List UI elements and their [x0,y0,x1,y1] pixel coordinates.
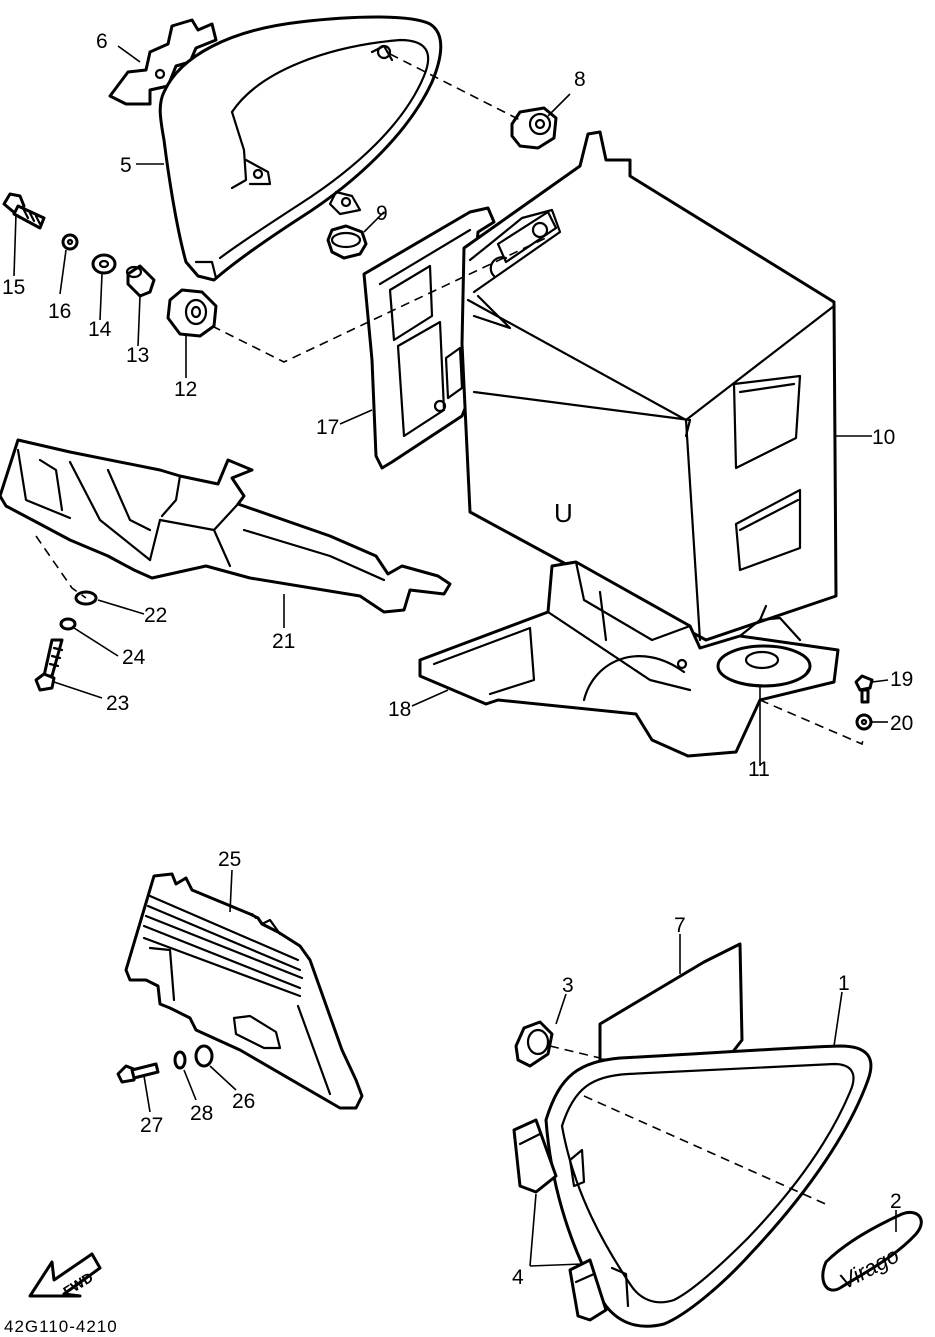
drawing-code: 42G110-4210 [4,1317,118,1336]
part-2-emblem: Virago [821,1211,923,1294]
part-18-battery-tray [418,560,840,758]
part-8-grommet [510,106,558,150]
callout-19: 19 [890,668,913,691]
callout-15: 15 [2,276,25,299]
part-24-washer [59,617,77,631]
callout-7: 7 [674,914,686,937]
callout-9: 9 [376,202,388,225]
fwd-direction-arrow: FWD [28,1252,102,1299]
leader-lines [13,45,897,1267]
part-28-washer [173,1050,187,1070]
part-16-washer [61,233,79,251]
part-3-grommet [514,1020,554,1068]
part-20-nut [855,713,873,731]
part-11-rubber-mount [716,644,812,688]
callout-2: 2 [890,1190,902,1213]
callout-17: 17 [316,416,339,439]
part-23-bolt [34,638,64,692]
part-10-battery-box: U [460,130,838,642]
callout-21: 21 [272,630,295,653]
part-27-bolt [116,1062,160,1084]
callout-18: 18 [388,698,411,721]
callout-12: 12 [174,378,197,401]
callout-27: 27 [140,1114,163,1137]
part-5-side-cover-bracket [158,15,443,282]
part-9-grommet [326,224,368,260]
callout-24: 24 [122,646,146,669]
box-marking: U [554,498,573,528]
callout-4: 4 [512,1266,524,1289]
callout-26: 26 [232,1090,255,1113]
part-7-cover-sheet [598,942,744,1062]
part-6-bracket [108,18,218,106]
callout-20: 20 [890,712,913,735]
part-12-grommet [166,288,218,338]
callout-3: 3 [562,974,574,997]
callout-10: 10 [872,426,895,449]
callout-6: 6 [96,30,108,53]
assembly-guide-lines [35,53,865,1059]
part-19-screw [854,674,874,704]
part-4-pads [512,1118,608,1322]
callout-22: 22 [144,604,167,627]
callout-13: 13 [126,344,149,367]
callout-labels: 6 5 8 9 10 15 16 14 13 12 17 22 21 24 23… [2,30,913,1289]
callout-14: 14 [88,318,112,341]
part-14-washer [91,253,117,275]
part-21-tool-tray [0,438,452,614]
part-13-collar [125,264,156,298]
callout-5: 5 [120,154,132,177]
callout-8: 8 [574,68,586,91]
callout-23: 23 [106,692,129,715]
callout-25: 25 [218,848,241,871]
callout-1: 1 [838,972,850,995]
part-15-bolt [2,192,46,230]
part-26-collar [194,1044,214,1068]
part-25-rear-cover [124,872,364,1110]
callout-11: 11 [748,758,770,781]
callout-16: 16 [48,300,71,323]
callout-28: 28 [190,1102,213,1125]
